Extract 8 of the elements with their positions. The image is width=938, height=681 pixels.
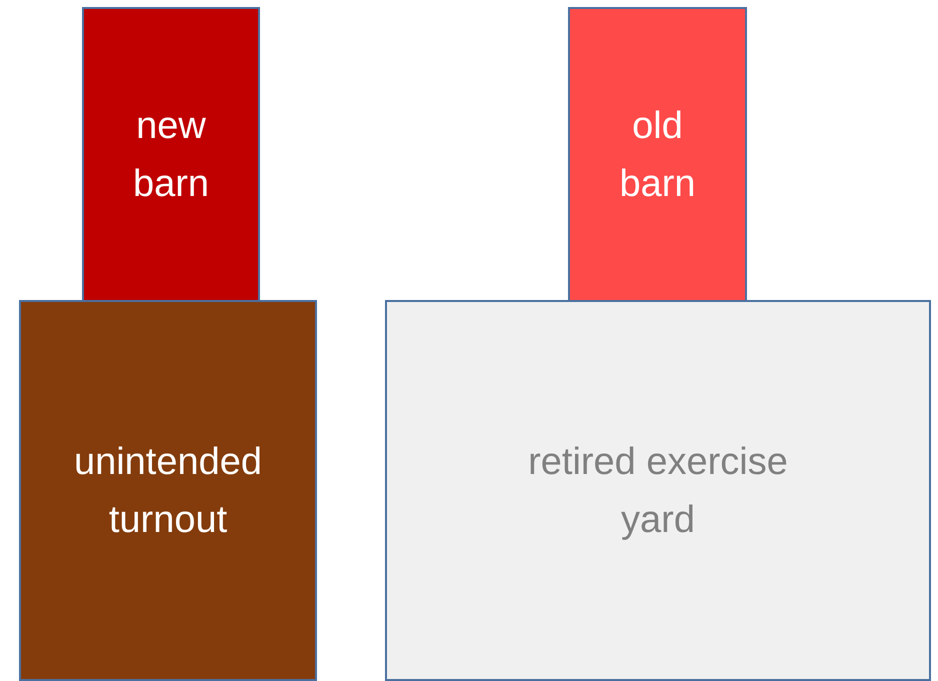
yard-area — [385, 300, 931, 681]
area-label: unintended turnout — [72, 440, 264, 542]
turnout-area — [19, 300, 317, 681]
area-label: retired exercise yard — [527, 440, 789, 542]
area-label: old barn — [618, 104, 697, 206]
area-label: new barn — [132, 104, 210, 206]
barn-area — [568, 7, 747, 302]
barn-area — [82, 7, 260, 302]
